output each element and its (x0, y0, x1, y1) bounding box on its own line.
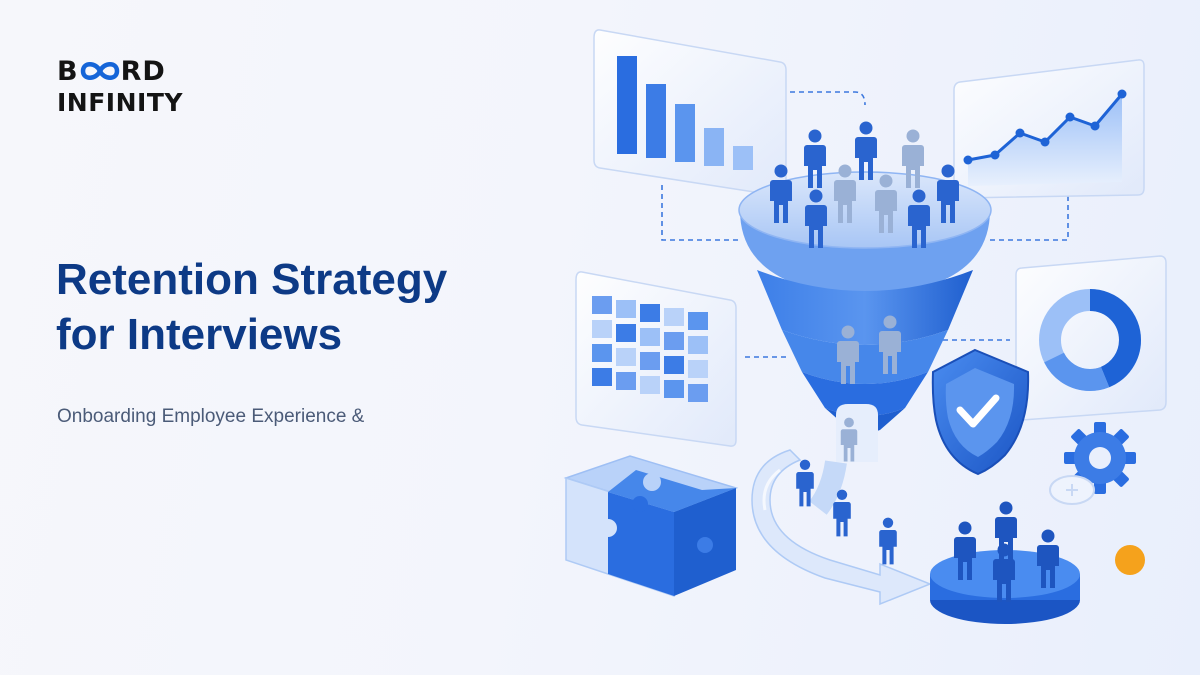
logo-line-1: B RD (57, 56, 183, 86)
brand-logo: B RD INFINITY (57, 56, 183, 117)
funnel-icon (738, 171, 992, 515)
title-line-1: Retention Strategy (56, 255, 448, 304)
puzzle-cube-icon (563, 455, 739, 598)
calendar-grid-icon (575, 271, 737, 447)
logo-line-2: INFINITY (57, 88, 183, 117)
logo-text-part1: B (57, 55, 79, 87)
logo-text-part2: RD (120, 55, 166, 87)
page-title: Retention Strategy for Interviews (56, 252, 447, 362)
title-line-2: for Interviews (56, 310, 343, 359)
donut-chart-icon (1015, 255, 1167, 421)
gear-icon (1064, 422, 1136, 494)
arrow-path-icon (751, 449, 933, 606)
page-subtitle: Onboarding Employee Experience & (57, 406, 365, 427)
infinity-loop-icon (80, 62, 119, 80)
hero-illustration (563, 29, 1167, 624)
shield-check-icon (931, 348, 1030, 476)
line-chart-icon (953, 59, 1145, 199)
coin-icon (1049, 475, 1095, 505)
bar-chart-icon (593, 29, 787, 197)
dashed-connectors (661, 91, 1069, 358)
orange-ball-icon (1115, 545, 1145, 575)
